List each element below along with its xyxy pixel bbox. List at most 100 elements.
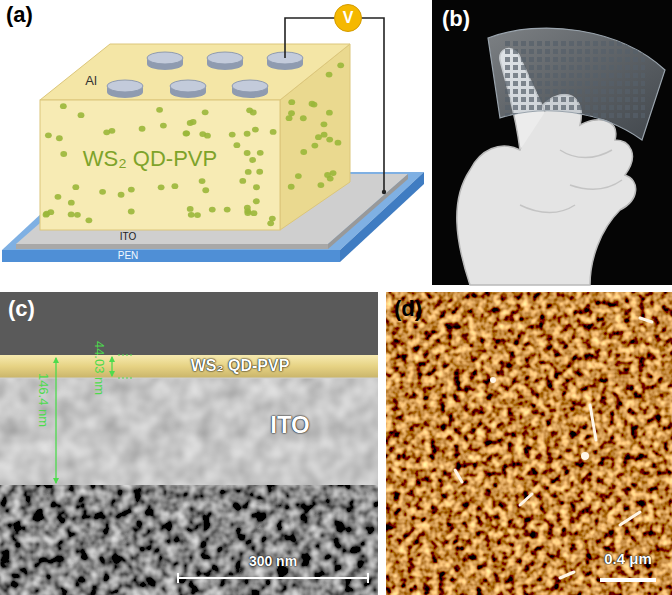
panel-letter: (d) — [394, 298, 422, 320]
panel-a: (a) V — [0, 0, 425, 290]
quantum-dot — [244, 150, 251, 156]
quantum-dot — [244, 131, 251, 137]
quantum-dot — [56, 135, 63, 141]
quantum-dot — [187, 206, 194, 212]
quantum-dot — [326, 137, 333, 143]
quantum-dot — [252, 127, 259, 133]
afm-surface — [386, 292, 672, 595]
quantum-dot — [253, 198, 260, 204]
layer-top — [40, 44, 350, 100]
quantum-dot — [190, 119, 197, 125]
quantum-dot — [267, 220, 274, 226]
quantum-dot — [156, 107, 163, 113]
quantum-dot — [300, 149, 307, 155]
quantum-dot — [68, 200, 75, 206]
voltmeter-circle: V — [334, 4, 362, 32]
quantum-dots — [43, 62, 344, 226]
quantum-dot — [288, 184, 295, 190]
quantum-dot — [209, 207, 216, 213]
photo-background — [432, 0, 672, 285]
quantum-dot — [118, 192, 125, 198]
layer-name: ITO — [120, 232, 136, 242]
scale-bar-tick — [177, 573, 179, 583]
quantum-dot — [103, 129, 110, 135]
quantum-dot — [309, 101, 316, 107]
quantum-dot — [229, 132, 236, 138]
part-name: Al — [85, 74, 97, 87]
panel-c: (c) — [0, 292, 378, 595]
quantum-dot — [68, 212, 75, 218]
scale-bar — [178, 577, 368, 579]
quantum-dot — [72, 184, 79, 190]
dimension-tick — [118, 378, 134, 379]
dimension: 44.03 nm — [93, 341, 106, 395]
quantum-dot — [160, 123, 167, 129]
quantum-dot — [246, 107, 253, 113]
device-schematic — [2, 18, 424, 262]
quantum-dot — [85, 217, 92, 223]
meter-symbol: V — [343, 10, 354, 26]
quantum-dot — [199, 131, 206, 137]
quantum-dot — [47, 209, 54, 215]
ito-front — [16, 244, 328, 249]
quantum-dot — [60, 103, 67, 109]
electrode-array — [505, 40, 645, 120]
scale-bar — [600, 578, 656, 582]
quantum-dot — [324, 172, 331, 178]
quantum-dot — [311, 143, 318, 149]
quantum-dot — [288, 110, 295, 116]
quantum-dot — [55, 194, 62, 200]
quantum-dot — [337, 62, 344, 68]
quantum-dot — [326, 72, 333, 78]
quantum-dot — [183, 131, 190, 137]
quantum-dot — [158, 184, 165, 190]
glove-creases — [520, 150, 622, 213]
quantum-dot — [128, 187, 135, 193]
wire — [348, 18, 384, 192]
quantum-dot — [249, 157, 256, 163]
afm-particle — [581, 452, 589, 460]
layer-name: WS₂ QD-PVP — [191, 358, 290, 374]
al-electrode — [147, 52, 183, 70]
sem-ito-layer — [0, 378, 378, 485]
interface-line — [0, 378, 378, 379]
quantum-dot — [286, 115, 293, 121]
dimension: 146.4 nm — [37, 373, 50, 427]
scale-bar-tick — [367, 573, 369, 583]
pen-front — [2, 250, 340, 262]
sem-background — [0, 292, 378, 595]
al-electrodes — [107, 52, 303, 98]
quantum-dot — [188, 212, 195, 218]
sem-cross-section — [0, 292, 378, 595]
quantum-dot — [317, 182, 324, 188]
quantum-dot — [224, 207, 231, 213]
quantum-dot — [45, 132, 52, 138]
layer-front — [40, 100, 280, 230]
layer-name: ITO — [270, 413, 310, 437]
al-electrode — [232, 80, 268, 98]
quantum-dot — [74, 212, 81, 218]
dimension-tick — [118, 355, 134, 356]
quantum-dot — [326, 110, 333, 116]
afm-features — [455, 318, 652, 578]
quantum-dot — [239, 178, 246, 184]
al-electrode — [170, 80, 206, 98]
sem-vacuum — [0, 292, 378, 355]
quantum-dot — [99, 189, 106, 195]
quantum-dot — [183, 130, 190, 136]
panel-letter: (b) — [442, 8, 470, 30]
panel-letter: (a) — [6, 4, 33, 26]
quantum-dot — [300, 115, 307, 121]
quantum-dot — [244, 205, 251, 211]
quantum-dot — [251, 210, 258, 216]
quantum-dot — [321, 121, 328, 127]
quantum-dot — [335, 140, 342, 146]
afm-particle — [490, 377, 496, 383]
quantum-dot — [295, 173, 302, 179]
al-electrode — [207, 52, 243, 70]
quantum-dot — [253, 184, 260, 190]
quantum-dot — [257, 150, 264, 156]
quantum-dot — [194, 212, 201, 218]
